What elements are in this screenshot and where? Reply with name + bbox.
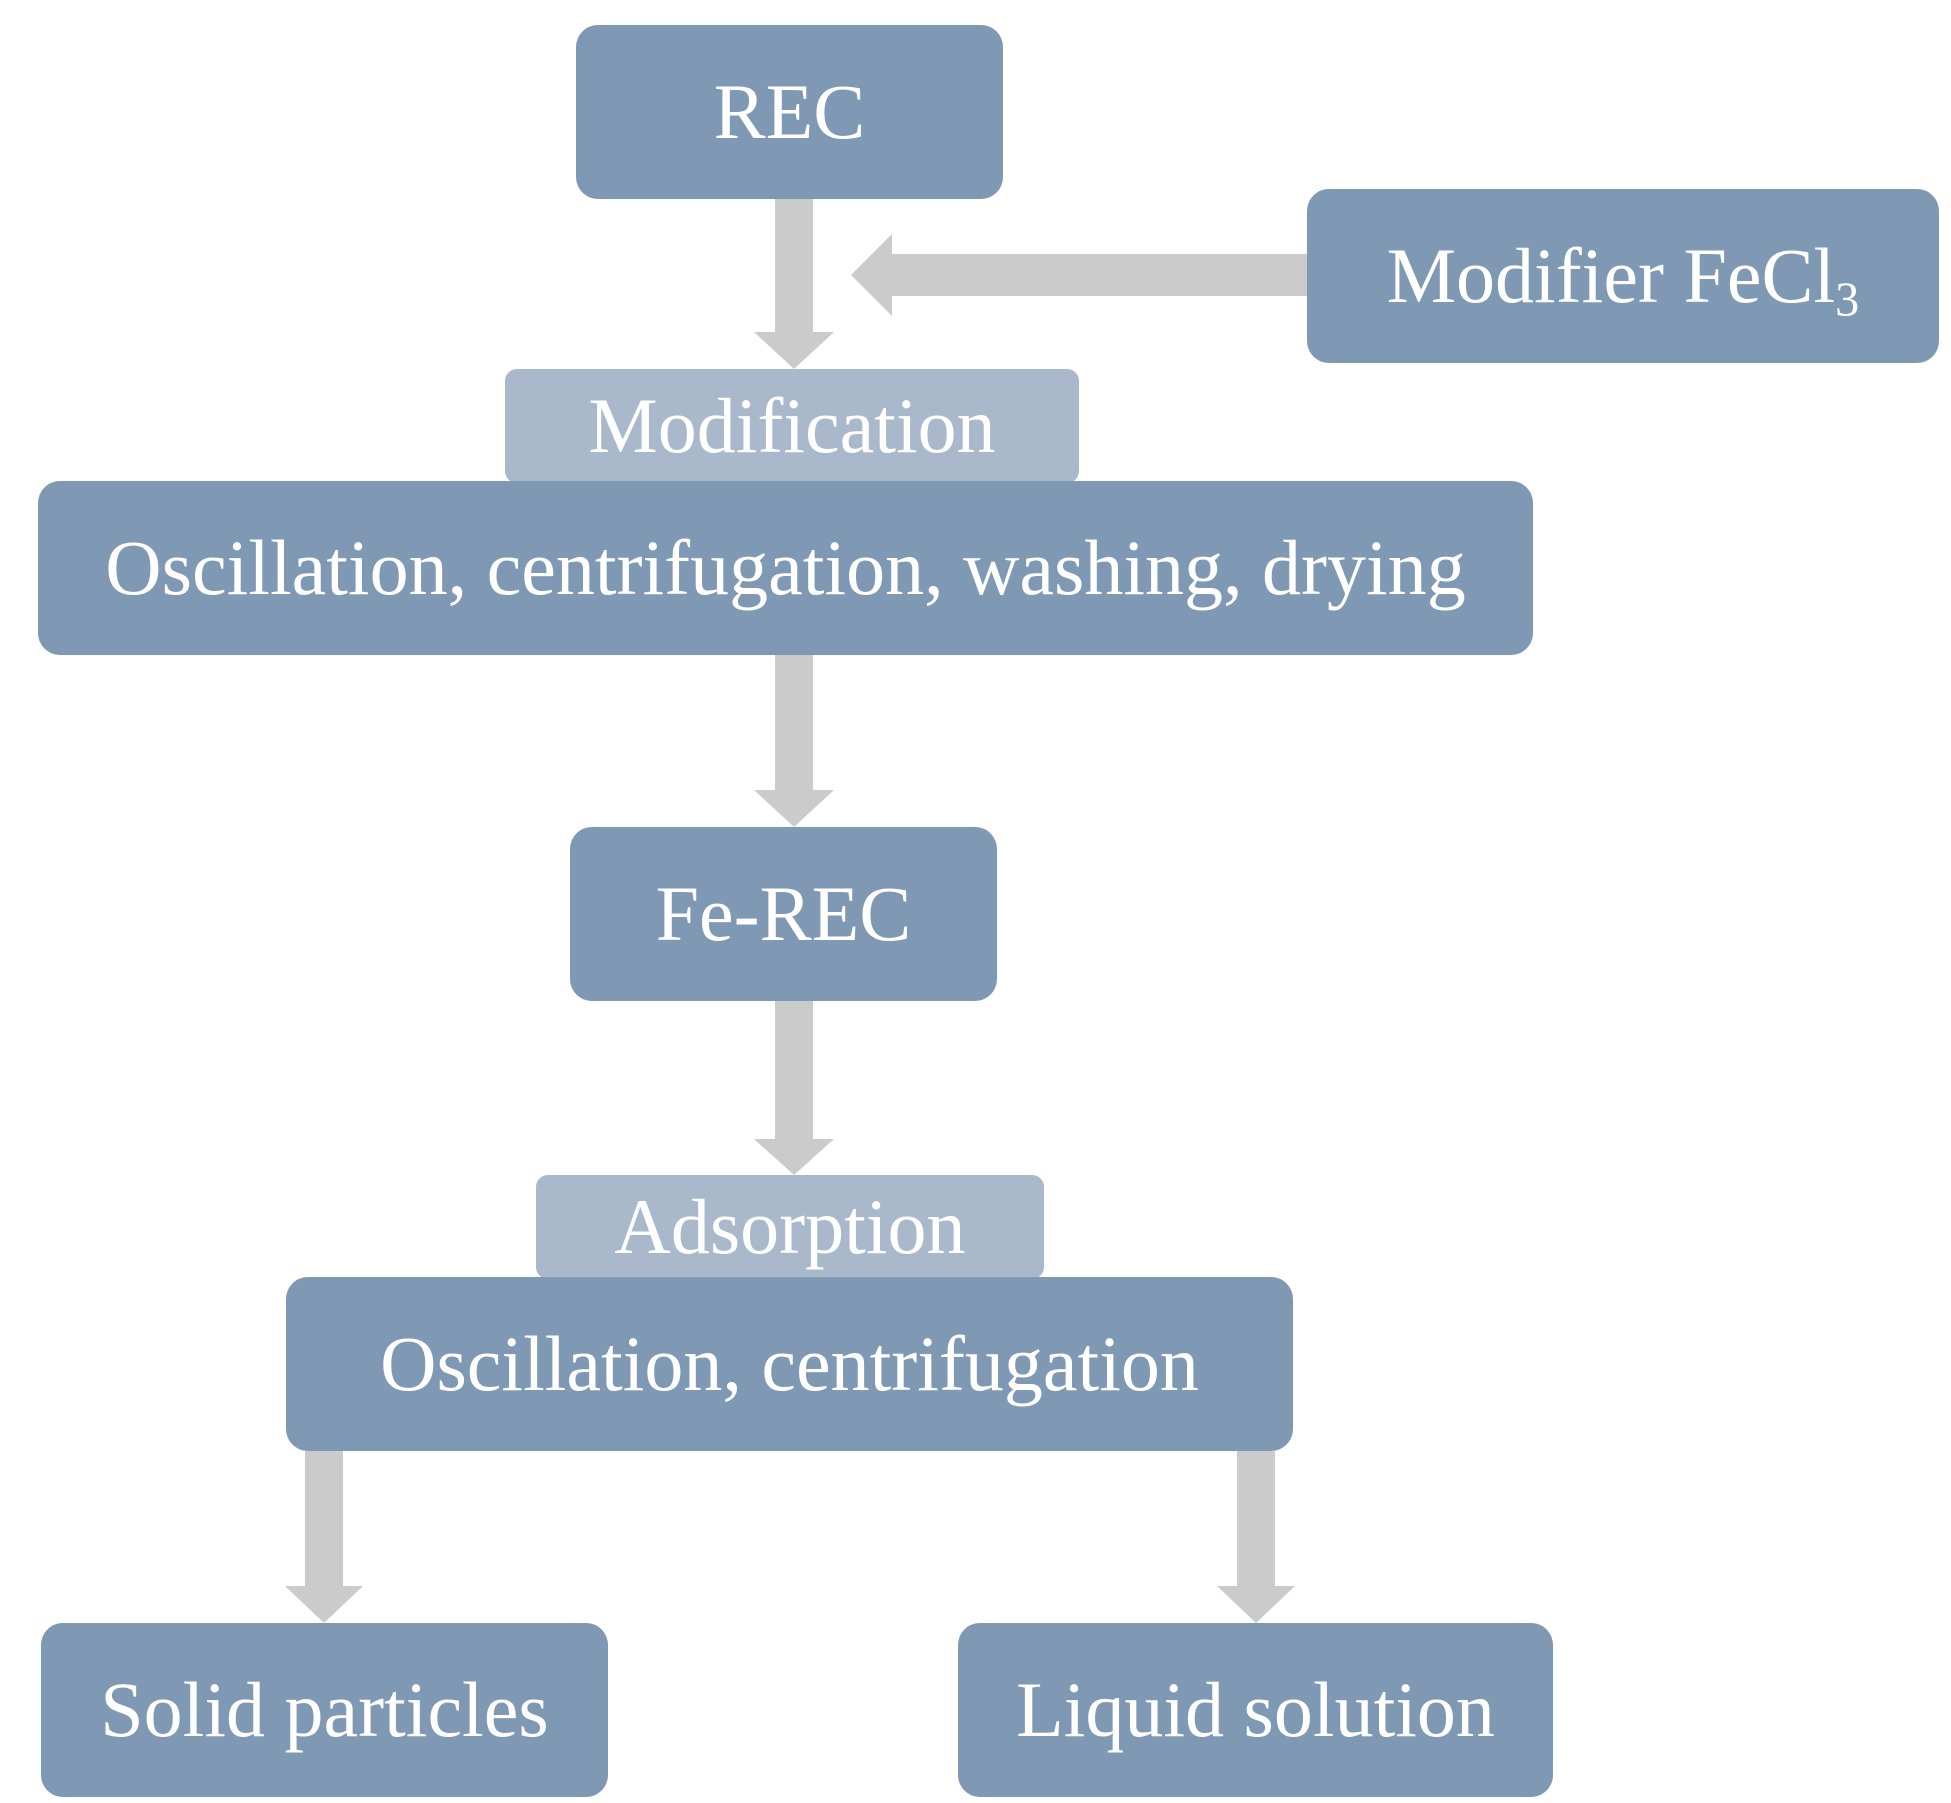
node-modifier-label: Modifier FeCl3 — [1386, 232, 1860, 327]
arrow-process2-to-solid — [285, 1451, 363, 1623]
node-adsorption: Adsorption — [536, 1175, 1044, 1279]
node-fe-rec: Fe-REC — [570, 827, 997, 1001]
node-solid-particles: Solid particles — [41, 1623, 608, 1797]
arrow-rec-to-modification — [754, 199, 834, 369]
node-process-2: Oscillation, centrifugation — [286, 1277, 1293, 1451]
arrow-fe-rec-to-adsorption — [754, 1001, 834, 1175]
node-rec-label: REC — [713, 68, 866, 155]
node-modifier-fecl3: Modifier FeCl3 — [1307, 189, 1939, 363]
node-process-1-label: Oscillation, centrifugation, washing, dr… — [105, 524, 1466, 611]
node-modification-label: Modification — [588, 382, 996, 469]
arrow-process1-to-fe-rec — [754, 655, 834, 827]
subscript-3: 3 — [1835, 273, 1860, 327]
arrow-modifier-to-process — [851, 234, 1307, 316]
node-modification: Modification — [505, 369, 1079, 483]
node-solid-label: Solid particles — [100, 1666, 549, 1753]
node-liquid-solution: Liquid solution — [958, 1623, 1553, 1797]
arrow-process2-to-liquid — [1217, 1451, 1295, 1623]
node-rec: REC — [576, 25, 1003, 199]
node-adsorption-label: Adsorption — [614, 1183, 966, 1270]
node-process-1: Oscillation, centrifugation, washing, dr… — [38, 481, 1533, 655]
node-fe-rec-label: Fe-REC — [655, 870, 912, 957]
node-liquid-label: Liquid solution — [1016, 1666, 1495, 1753]
node-process-2-label: Oscillation, centrifugation — [380, 1320, 1199, 1407]
